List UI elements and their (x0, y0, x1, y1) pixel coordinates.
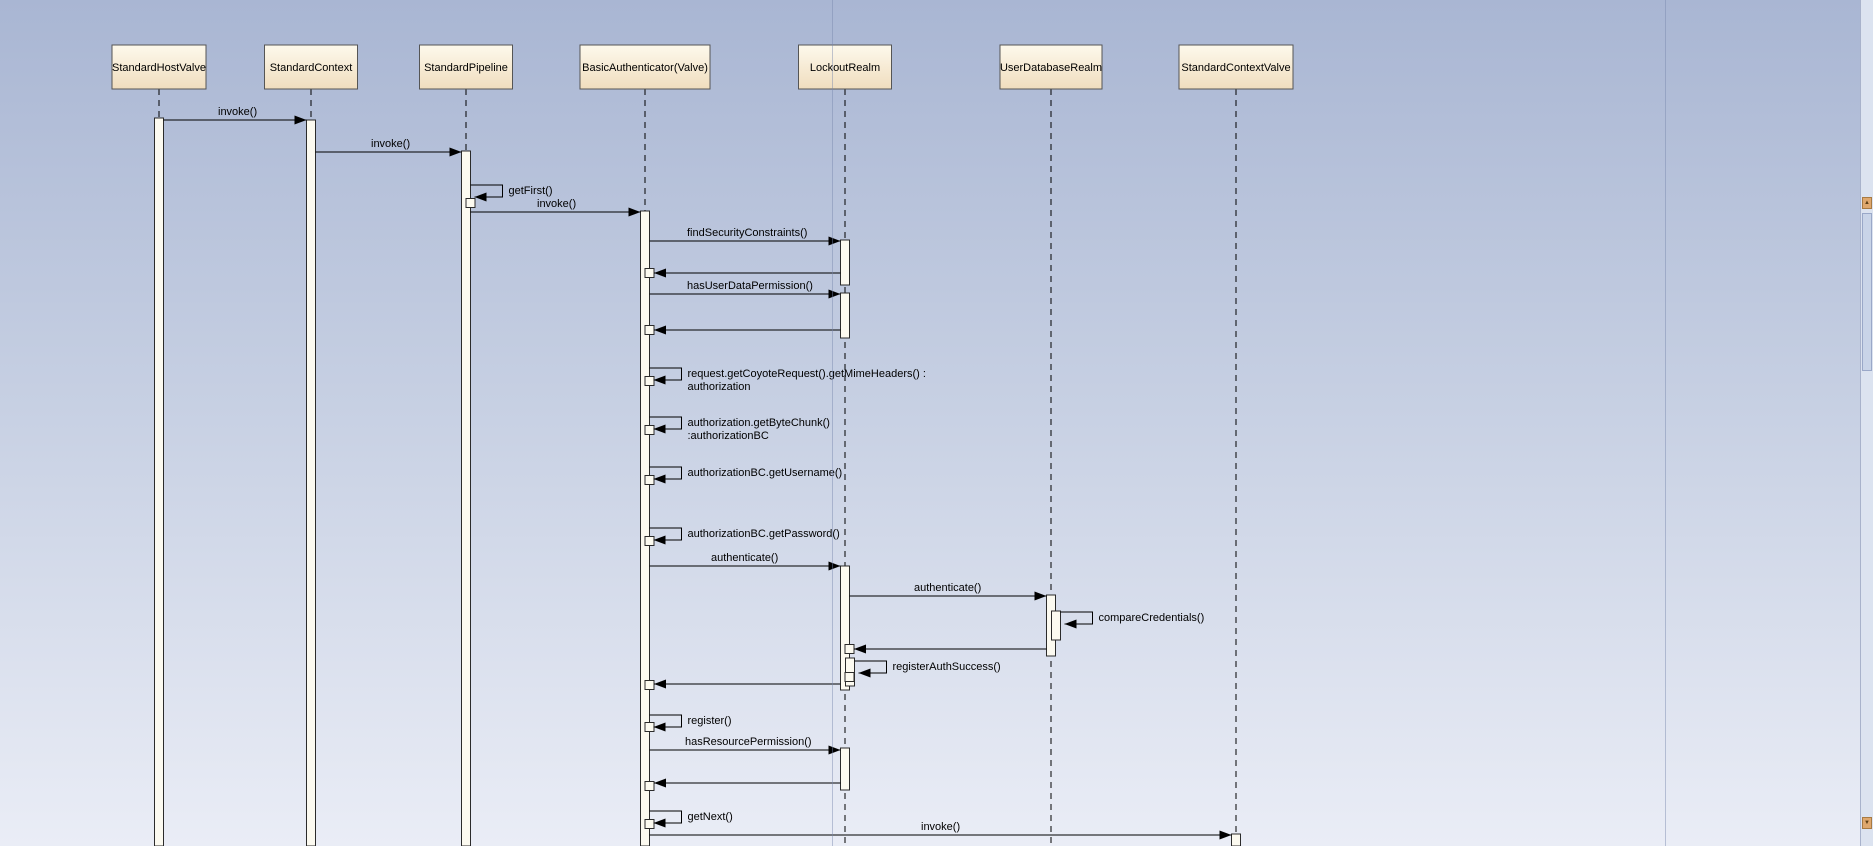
message-label[interactable]: authenticate() (711, 552, 778, 564)
message-label[interactable]: register() (688, 715, 732, 727)
message-label[interactable]: authorization.getByteChunk() (688, 417, 830, 429)
page-boundary-line (832, 0, 833, 846)
focus-marker (644, 536, 655, 546)
message-label[interactable]: authenticate() (914, 582, 981, 594)
message-label[interactable]: invoke() (921, 821, 960, 833)
activation-bar-lockout-realm[interactable] (840, 747, 850, 791)
focus-marker (844, 644, 855, 654)
message-label[interactable]: authorizationBC.getUsername() (688, 467, 843, 479)
activation-bar-standard-context[interactable] (306, 119, 316, 846)
activation-bar-lockout-realm[interactable] (840, 239, 850, 286)
message-self[interactable] (649, 367, 682, 385)
focus-marker (644, 376, 655, 386)
message-label[interactable]: hasUserDataPermission() (687, 280, 813, 292)
focus-marker (644, 781, 655, 791)
focus-marker (465, 198, 476, 208)
activation-bar-standard-host-valve[interactable] (154, 117, 164, 846)
message-label[interactable]: hasResourcePermission() (685, 736, 812, 748)
message-label[interactable]: getNext() (688, 811, 733, 823)
message-self[interactable] (854, 660, 887, 678)
page-boundary-line (1665, 0, 1666, 846)
focus-marker (844, 672, 855, 682)
participant-standard-host-valve[interactable] (111, 44, 207, 90)
message-label[interactable]: authorizationBC.getPassword() (688, 528, 840, 540)
message-label[interactable]: invoke() (371, 138, 410, 150)
participant-label: StandardPipeline (424, 62, 508, 74)
message-label[interactable]: :authorizationBC (688, 430, 769, 442)
message-self[interactable] (649, 714, 682, 732)
participant-label: BasicAuthenticator(Valve) (582, 62, 708, 74)
participant-standard-context-valve[interactable] (1178, 44, 1294, 90)
message-label[interactable]: getFirst() (509, 185, 553, 197)
participant-lockout-realm[interactable] (798, 44, 892, 90)
participant-user-database-realm[interactable] (999, 44, 1103, 90)
message-label[interactable]: invoke() (537, 198, 576, 210)
message-label[interactable]: invoke() (218, 106, 257, 118)
activation-bar-standard-context-valve[interactable] (1231, 833, 1241, 846)
message-self[interactable] (649, 466, 682, 484)
vertical-scrollbar[interactable]: ▲ ▼ (1860, 0, 1873, 846)
focus-marker (644, 475, 655, 485)
participant-standard-pipeline[interactable] (419, 44, 513, 90)
activation-bar-lockout-realm[interactable] (840, 565, 850, 691)
participant-label: UserDatabaseRealm (1000, 62, 1102, 74)
up-arrow-icon: ▲ (1864, 200, 1870, 206)
message-self[interactable] (470, 184, 503, 202)
message-label[interactable]: registerAuthSuccess() (893, 661, 1001, 673)
activation-bar-user-database-realm[interactable] (1051, 610, 1061, 641)
activation-bar-basic-authenticator[interactable] (640, 210, 650, 846)
participant-label: StandardContext (270, 62, 353, 74)
message-self[interactable] (649, 810, 682, 828)
scroll-up-button[interactable]: ▲ (1862, 197, 1872, 209)
message-label[interactable]: findSecurityConstraints() (687, 227, 807, 239)
scrollbar-thumb[interactable] (1862, 213, 1872, 371)
participant-label: StandardHostValve (112, 62, 206, 74)
message-self[interactable] (649, 527, 682, 545)
participant-standard-context[interactable] (264, 44, 358, 90)
focus-marker (644, 722, 655, 732)
message-label[interactable]: request.getCoyoteRequest().getMimeHeader… (688, 368, 926, 380)
focus-marker (644, 425, 655, 435)
participant-label: LockoutRealm (810, 62, 880, 74)
activation-bar-lockout-realm[interactable] (840, 292, 850, 339)
participant-label: StandardContextValve (1181, 62, 1290, 74)
message-label[interactable]: compareCredentials() (1099, 612, 1205, 624)
message-self[interactable] (649, 416, 682, 434)
focus-marker (644, 680, 655, 690)
message-label[interactable]: authorization (688, 381, 751, 393)
down-arrow-icon: ▼ (1864, 820, 1870, 826)
focus-marker (644, 268, 655, 278)
activation-bar-standard-pipeline[interactable] (461, 150, 471, 846)
participant-basic-authenticator[interactable] (579, 44, 711, 90)
focus-marker (644, 325, 655, 335)
message-self[interactable] (1060, 611, 1093, 629)
scroll-down-button[interactable]: ▼ (1862, 817, 1872, 829)
focus-marker (644, 819, 655, 829)
